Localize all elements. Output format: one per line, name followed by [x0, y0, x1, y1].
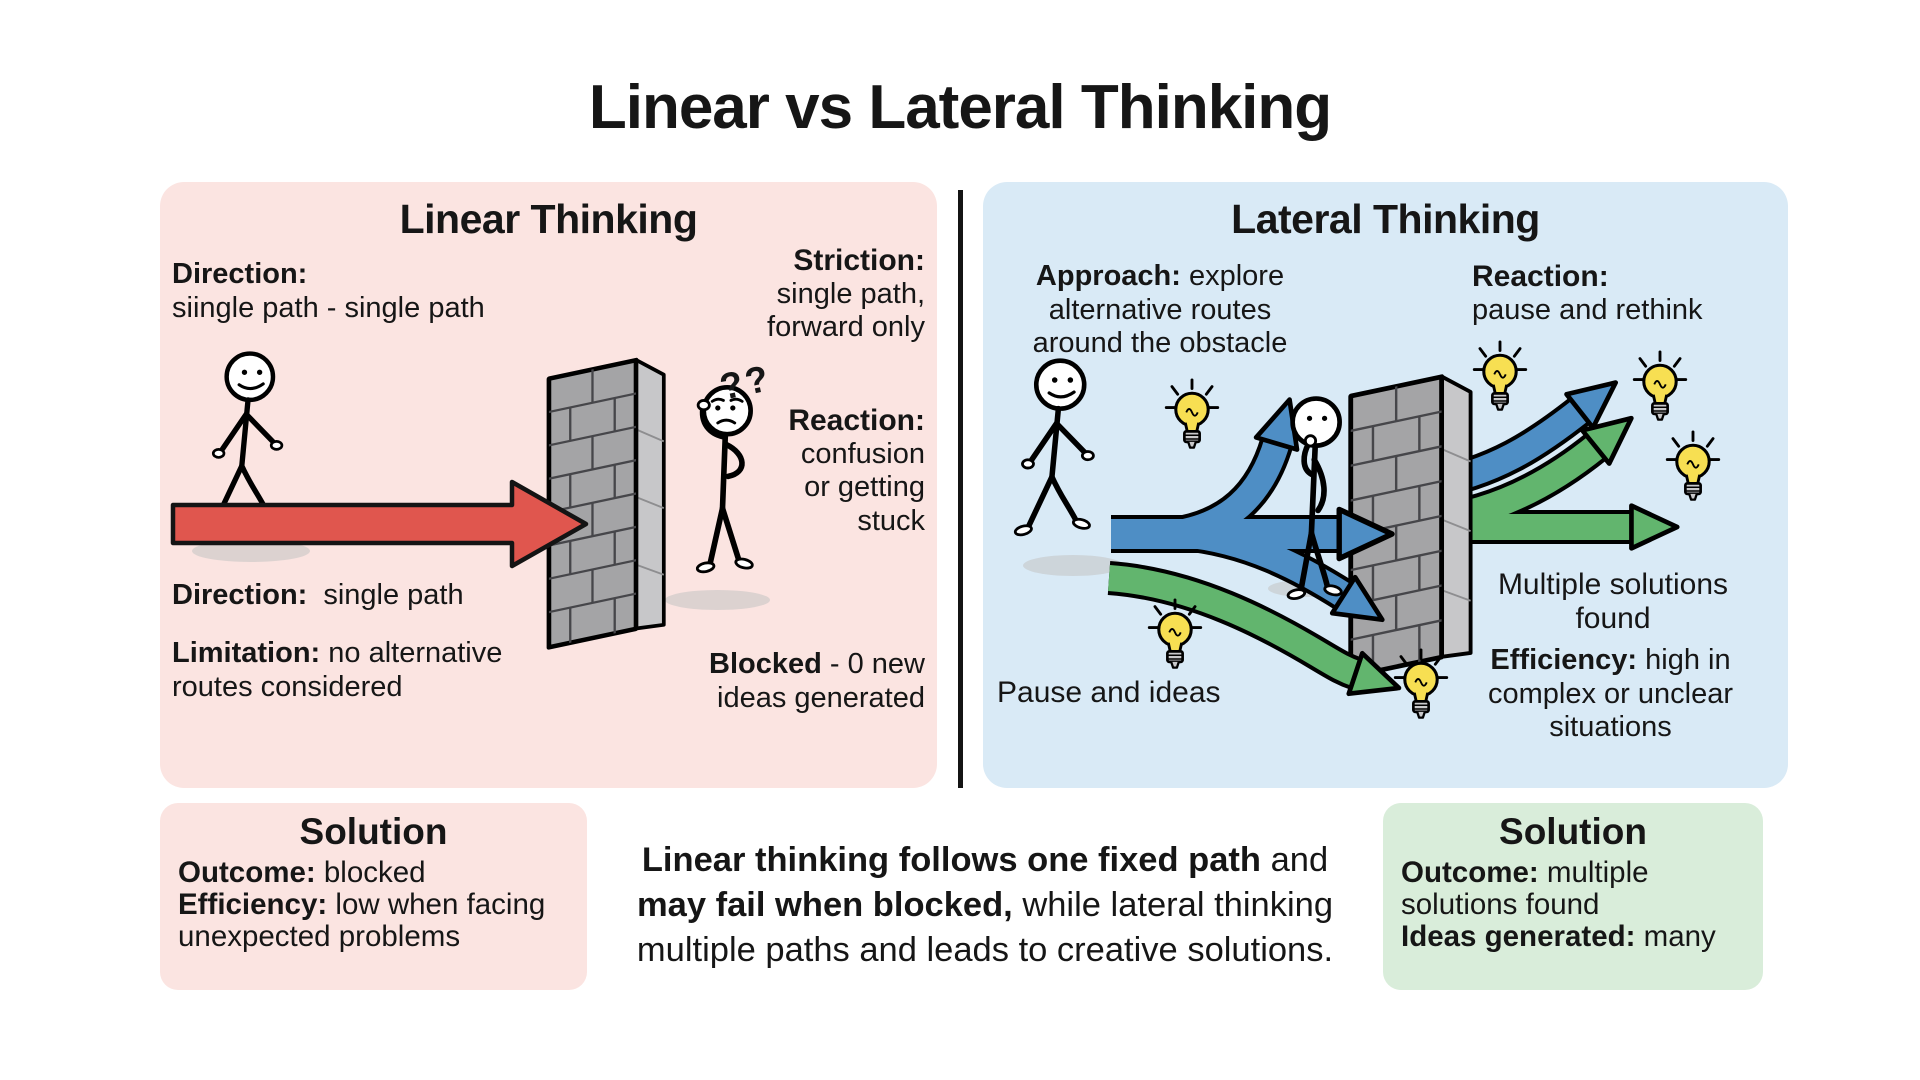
outcome-label: Outcome:: [178, 856, 316, 889]
linear-reaction-line3: stuck: [857, 504, 925, 537]
thinking-person-icon: [1286, 396, 1343, 601]
linear-reaction-line1: confusion: [800, 437, 925, 470]
linear-direction-label: Direction:: [172, 258, 308, 290]
lateral-approach-block: Approach: explore alternative routes aro…: [1005, 260, 1315, 361]
lateral-solution-ideas: Ideas generated: many: [1401, 921, 1747, 953]
linear-direction2-line: Direction: single path: [172, 579, 464, 613]
lateral-efficiency-label: Efficiency:: [1490, 644, 1638, 676]
outcome-value: multiple solutions found: [1401, 856, 1649, 921]
linear-blocked-block: Blocked - 0 new ideas generated: [683, 648, 925, 715]
summary-line1-rest: and: [1260, 841, 1329, 879]
lightbulb-icon: [1147, 598, 1203, 669]
walking-person-icon: [1013, 358, 1095, 537]
summary-line-2: may fail when blocked, while lateral thi…: [620, 883, 1350, 928]
linear-thinking-panel: Linear Thinking Direction: siingle path …: [160, 182, 937, 788]
lateral-reaction-value: pause and rethink: [1472, 293, 1703, 326]
lateral-reaction-block: Reaction: pause and rethink: [1472, 260, 1732, 327]
linear-panel-heading: Linear Thinking: [399, 196, 698, 242]
summary-line2-bold: may fail when blocked,: [636, 886, 1013, 924]
linear-solution-efficiency: Efficiency: low when facing unexpected p…: [178, 889, 571, 953]
linear-blocked-value: - 0 new ideas generated: [717, 648, 925, 714]
summary-line2-rest: while lateral thinking: [1012, 886, 1334, 924]
lightbulb-icon: [1665, 430, 1721, 501]
linear-limitation-label: Limitation:: [172, 637, 321, 669]
lightbulb-icon: [1472, 340, 1528, 411]
efficiency-value: low when facing unexpected problems: [178, 888, 546, 953]
lateral-panel-heading: Lateral Thinking: [1231, 196, 1540, 242]
lateral-solution-body: Outcome: multiple solutions found Ideas …: [1383, 853, 1763, 953]
linear-direction2-value: single path: [323, 579, 464, 611]
linear-direction-block: Direction: siingle path - single path: [172, 258, 485, 325]
lateral-solution-box: Solution Outcome: multiple solutions fou…: [1383, 803, 1763, 990]
lateral-solutions-text: Multiple solutions found: [1497, 568, 1729, 635]
lateral-efficiency-block: Efficiency: high in complex or unclear s…: [1478, 644, 1743, 745]
linear-limitation-value: no alternative routes considered: [172, 637, 503, 703]
linear-blocked-label: Blocked: [709, 648, 822, 680]
brick-wall-icon: [546, 357, 666, 650]
summary-line1-bold: Linear thinking follows one fixed path: [641, 841, 1261, 879]
linear-direction2-label: Direction:: [172, 579, 308, 611]
linear-direction-value: siingle path - single path: [172, 291, 485, 324]
walker-shadow: [192, 540, 310, 562]
linear-solution-box: Solution Outcome: blocked Efficiency: lo…: [160, 803, 587, 990]
lateral-efficiency-value: high in complex or unclear situations: [1488, 644, 1733, 743]
lateral-reaction-label: Reaction:: [1472, 260, 1609, 293]
linear-solution-outcome: Outcome: blocked: [178, 857, 571, 889]
confused-person-icon: [695, 384, 754, 574]
confused-shadow: [665, 590, 770, 610]
linear-striction-line1: single path,: [776, 277, 925, 310]
outcome-value: blocked: [315, 856, 426, 889]
ideas-label: Ideas generated:: [1401, 920, 1636, 953]
summary-line-3: multiple paths and leads to creative sol…: [636, 931, 1334, 969]
lateral-approach-label: Approach:: [1035, 260, 1181, 292]
linear-solution-body: Outcome: blocked Efficiency: low when fa…: [160, 853, 587, 953]
summary-paragraph: Linear thinking follows one fixed path a…: [620, 838, 1350, 973]
page-title: Linear vs Lateral Thinking: [588, 73, 1332, 142]
linear-reaction-line2: or getting: [804, 471, 925, 503]
lightbulb-icon: [1164, 378, 1220, 449]
linear-solution-heading: Solution: [299, 811, 448, 852]
linear-striction-block: Striction: single path, forward only: [665, 244, 925, 345]
lateral-approach-value: explore alternative routes around the ob…: [1032, 260, 1288, 359]
lateral-thinking-panel: Lateral Thinking Approach: explore alter…: [983, 182, 1788, 788]
efficiency-label: Efficiency:: [178, 888, 328, 921]
single-path-red-arrow: [170, 479, 589, 569]
outcome-label: Outcome:: [1401, 856, 1539, 889]
lateral-pause-text: Pause and ideas: [997, 676, 1221, 709]
panel-divider: [958, 190, 963, 788]
linear-reaction-label: Reaction:: [788, 404, 925, 437]
lateral-solution-outcome: Outcome: multiple solutions found: [1401, 857, 1747, 921]
linear-reaction-block: Reaction: confusion or getting stuck: [695, 404, 925, 538]
summary-line-1: Linear thinking follows one fixed path a…: [620, 838, 1350, 883]
lightbulb-icon: [1393, 648, 1449, 719]
ideas-value: many: [1635, 920, 1716, 953]
lateral-solution-heading: Solution: [1499, 811, 1647, 852]
lightbulb-icon: [1632, 350, 1688, 421]
linear-limitation-block: Limitation: no alternative routes consid…: [172, 637, 524, 704]
walker-shadow: [1023, 555, 1123, 576]
linear-striction-line2: forward only: [767, 311, 925, 343]
linear-striction-label: Striction:: [793, 244, 925, 277]
